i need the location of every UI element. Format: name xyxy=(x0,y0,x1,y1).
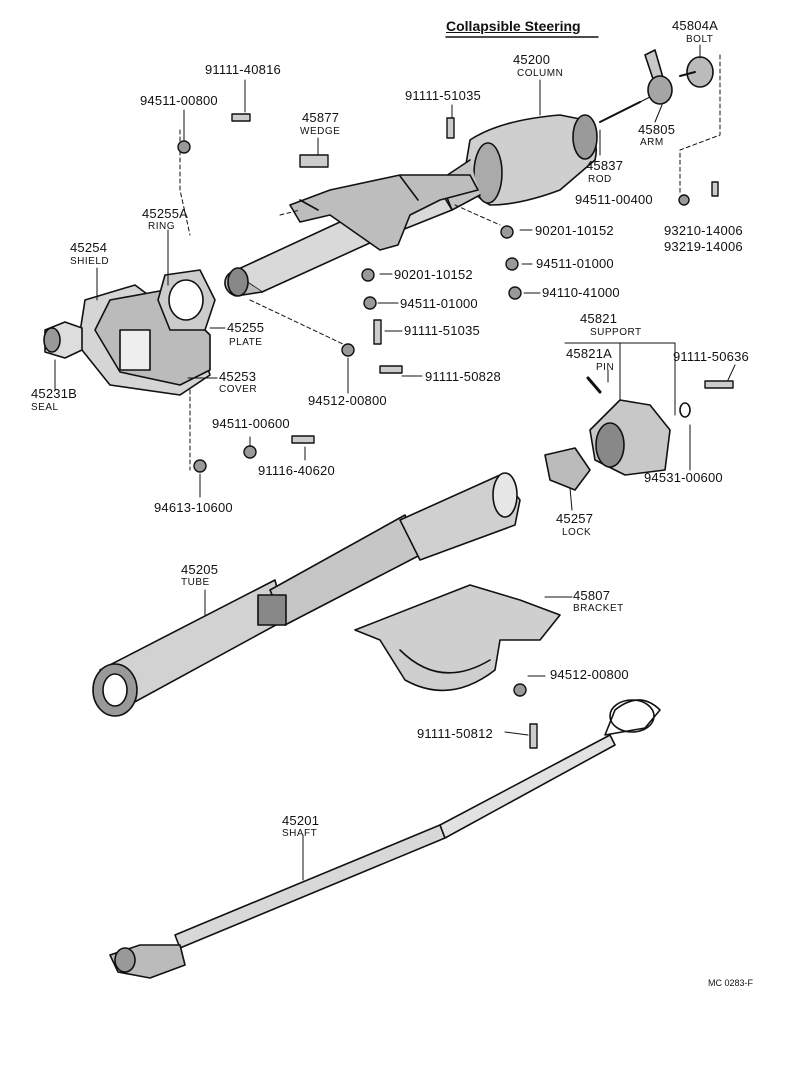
fastener-91111-51035-b: 91111-51035 xyxy=(404,323,480,338)
fastener-90201-10152-a: 90201-10152 xyxy=(535,223,614,238)
fastener-91111-40816: 91111-40816 xyxy=(205,62,281,77)
fastener-91116-40620: 91116-40620 xyxy=(258,463,335,478)
fastener-94511-00600: 94511-00600 xyxy=(212,416,290,431)
part-number-45877: 45877 xyxy=(302,110,340,125)
steering-column-drawing xyxy=(224,96,651,346)
part-number-45255: 45255 xyxy=(227,320,265,335)
tube-drawing xyxy=(92,472,521,717)
fastener-94613-10600: 94613-10600 xyxy=(154,500,233,515)
part-number-45257: 45257 xyxy=(556,511,594,526)
part-name-arm: ARM xyxy=(640,137,664,148)
fastener-90201-10152-b: 90201-10152 xyxy=(394,267,473,282)
part-name-wedge: WEDGE xyxy=(300,126,341,137)
fastener-91111-50636: 91111-50636 xyxy=(673,349,749,364)
fastener-94511-00800: 94511-00800 xyxy=(140,93,218,108)
leader-lines xyxy=(54,44,736,881)
part-number-45807: 45807 xyxy=(573,588,611,603)
shield-cover-assembly-drawing xyxy=(43,129,216,471)
part-name-column: COLUMN xyxy=(517,68,564,79)
bracket-drawing xyxy=(354,584,561,692)
part-name-ring: RING xyxy=(148,221,175,232)
part-number-45200: 45200 xyxy=(513,52,551,67)
fastener-94511-01000-a: 94511-01000 xyxy=(536,256,614,271)
part-name-pin: PIN xyxy=(596,362,615,373)
fastener-93210-14006: 93210-14006 xyxy=(664,223,743,238)
part-name-bolt: BOLT xyxy=(686,34,714,45)
fastener-94511-01000-b: 94511-01000 xyxy=(400,296,478,311)
part-name-rod: ROD xyxy=(588,174,612,185)
fastener-91111-50828: 91111-50828 xyxy=(425,369,501,384)
part-number-45201: 45201 xyxy=(282,813,320,828)
part-name-lock: LOCK xyxy=(562,527,592,538)
part-name-tube: TUBE xyxy=(181,577,210,588)
part-name-shield: SHIELD xyxy=(70,256,110,267)
part-number-45821: 45821 xyxy=(580,311,618,326)
part-name-seal: SEAL xyxy=(31,402,59,413)
fastener-91111-50812: 91111-50812 xyxy=(417,726,493,741)
part-number-45805: 45805 xyxy=(638,122,676,137)
fastener-94110-41000: 94110-41000 xyxy=(542,285,620,300)
part-number-45255a: 45255A xyxy=(142,206,189,221)
part-name-shaft: SHAFT xyxy=(282,828,318,839)
part-name-support: SUPPORT xyxy=(590,327,642,338)
fastener-91111-51035-a: 91111-51035 xyxy=(405,88,481,103)
fastener-93219-14006: 93219-14006 xyxy=(664,239,743,254)
fastener-94512-00800-a: 94512-00800 xyxy=(308,393,387,408)
part-number-45837: 45837 xyxy=(586,158,624,173)
arm-and-bolt-drawing xyxy=(644,49,721,196)
part-number-45205: 45205 xyxy=(181,562,219,577)
part-number-45821a: 45821A xyxy=(566,346,613,361)
part-number-45804a: 45804A xyxy=(672,18,719,33)
fastener-94531-00600: 94531-00600 xyxy=(644,470,723,485)
part-name-plate: PLATE xyxy=(229,337,263,348)
part-number-45254: 45254 xyxy=(70,240,108,255)
diagram-title: Collapsible Steering xyxy=(446,18,581,34)
part-number-45231b: 45231B xyxy=(31,386,78,401)
fastener-shapes xyxy=(177,113,734,749)
part-name-cover: COVER xyxy=(219,384,258,395)
fastener-94511-00400: 94511-00400 xyxy=(575,192,653,207)
shaft-drawing xyxy=(109,699,661,979)
drawing-code: MC 0283-F xyxy=(708,978,754,988)
fastener-94512-00800-b: 94512-00800 xyxy=(550,667,629,682)
part-name-bracket: BRACKET xyxy=(573,603,624,614)
support-lock-drawing xyxy=(544,376,691,491)
part-number-45253: 45253 xyxy=(219,369,257,384)
